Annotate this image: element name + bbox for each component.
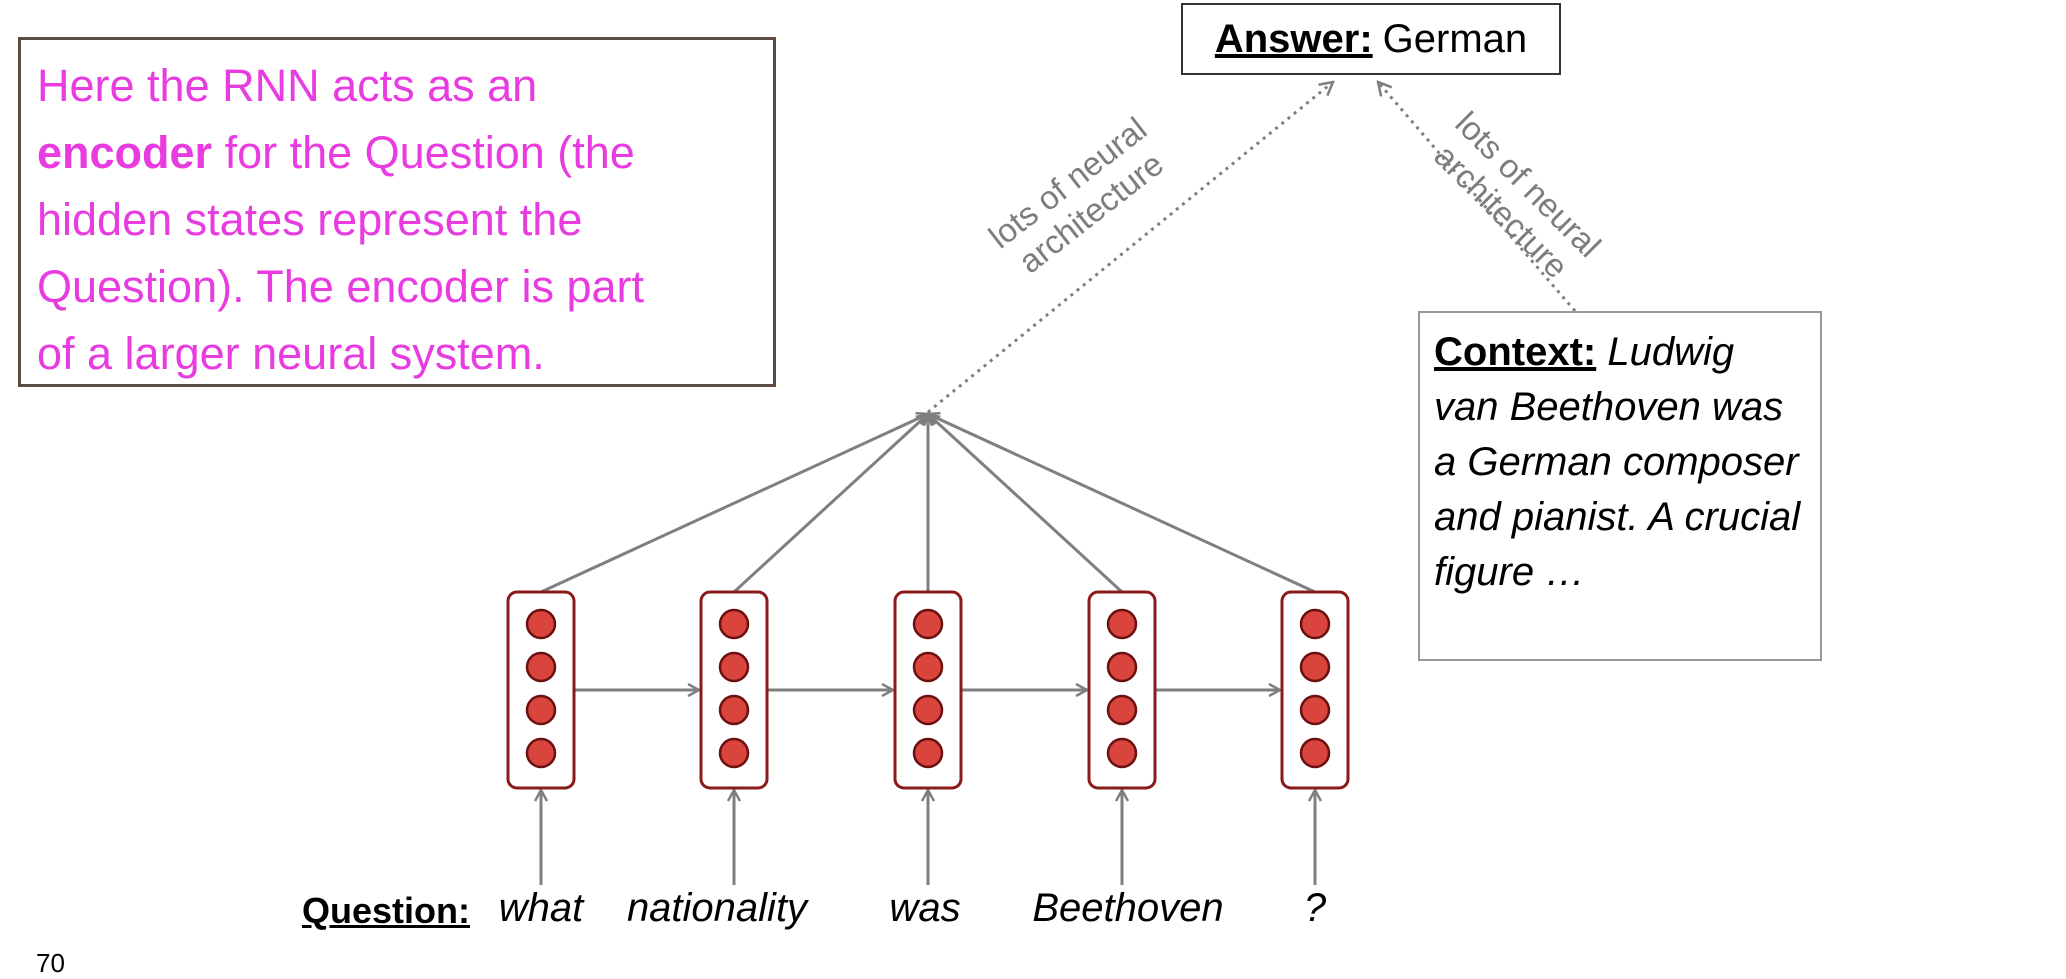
- fan-in-arrow: [732, 414, 928, 594]
- rnn-cells: [506, 590, 1350, 790]
- callout-line-4: Question). The encoder is part: [37, 261, 644, 312]
- fan-in-arrow: [928, 414, 1316, 594]
- rnn-cell-frame: [1280, 590, 1350, 790]
- hidden-unit: [1106, 651, 1138, 683]
- context-label: Context:: [1434, 330, 1597, 374]
- answer-box: Answer: German: [1181, 3, 1561, 75]
- page-number: 70: [36, 948, 65, 978]
- input-arrows: [541, 790, 1315, 885]
- callout-encoder-word: encoder: [37, 127, 213, 178]
- context-box: Context: Ludwig van Beethoven was a Germ…: [1418, 311, 1822, 661]
- answer-value: German: [1382, 16, 1528, 61]
- hidden-unit: [1299, 737, 1331, 769]
- fan-in-arrow: [928, 414, 1124, 594]
- callout-line-2: encoder for the Question (the: [37, 119, 757, 186]
- hidden-unit: [1106, 694, 1138, 726]
- hidden-unit: [1106, 608, 1138, 640]
- hidden-unit: [1299, 608, 1331, 640]
- hidden-unit: [525, 608, 557, 640]
- hidden-unit: [912, 651, 944, 683]
- hidden-unit: [912, 694, 944, 726]
- rnn-cell-frame: [1087, 590, 1157, 790]
- question-word-what: what: [498, 886, 584, 930]
- question-word-beethoven: Beethoven: [1032, 886, 1224, 930]
- hidden-unit: [525, 737, 557, 769]
- hidden-unit: [718, 694, 750, 726]
- rnn-cell-frame: [506, 590, 576, 790]
- rnn-cell: [893, 590, 963, 790]
- callout-line-1: Here the RNN acts as an: [37, 60, 538, 111]
- rnn-cell: [1087, 590, 1157, 790]
- dotted-arrows: [927, 82, 1577, 414]
- rnn-cell-frame: [699, 590, 769, 790]
- hidden-unit: [1299, 651, 1331, 683]
- callout-line-5: of a larger neural system.: [37, 328, 545, 379]
- context-text: Ludwig van Beethoven was a German compos…: [1434, 330, 1801, 594]
- hidden-unit: [912, 608, 944, 640]
- context-to-answer-arrow: [1378, 82, 1577, 312]
- question-label: Question:: [302, 890, 470, 931]
- hidden-unit: [718, 608, 750, 640]
- hidden-unit: [1299, 694, 1331, 726]
- question-word-question-mark: ?: [1303, 886, 1327, 930]
- rnn-cell: [699, 590, 769, 790]
- encoder-callout: Here the RNN acts as an encoder for the …: [18, 37, 776, 387]
- rnn-cell: [1280, 590, 1350, 790]
- rnn-cell: [506, 590, 576, 790]
- hidden-unit: [525, 694, 557, 726]
- fan-in-arrows: [540, 414, 1316, 594]
- question-word-nationality: nationality: [626, 886, 808, 930]
- hidden-unit: [912, 737, 944, 769]
- fan-in-arrow: [540, 414, 928, 594]
- hidden-unit: [718, 651, 750, 683]
- rnn-cell-frame: [893, 590, 963, 790]
- hidden-unit: [525, 651, 557, 683]
- hidden-unit: [718, 737, 750, 769]
- question-word-was: was: [889, 886, 961, 930]
- answer-label: Answer:: [1214, 16, 1373, 61]
- hidden-unit: [1106, 737, 1138, 769]
- callout-line-2-rest: for the Question (the: [212, 127, 635, 178]
- callout-line-3: hidden states represent the: [37, 194, 583, 245]
